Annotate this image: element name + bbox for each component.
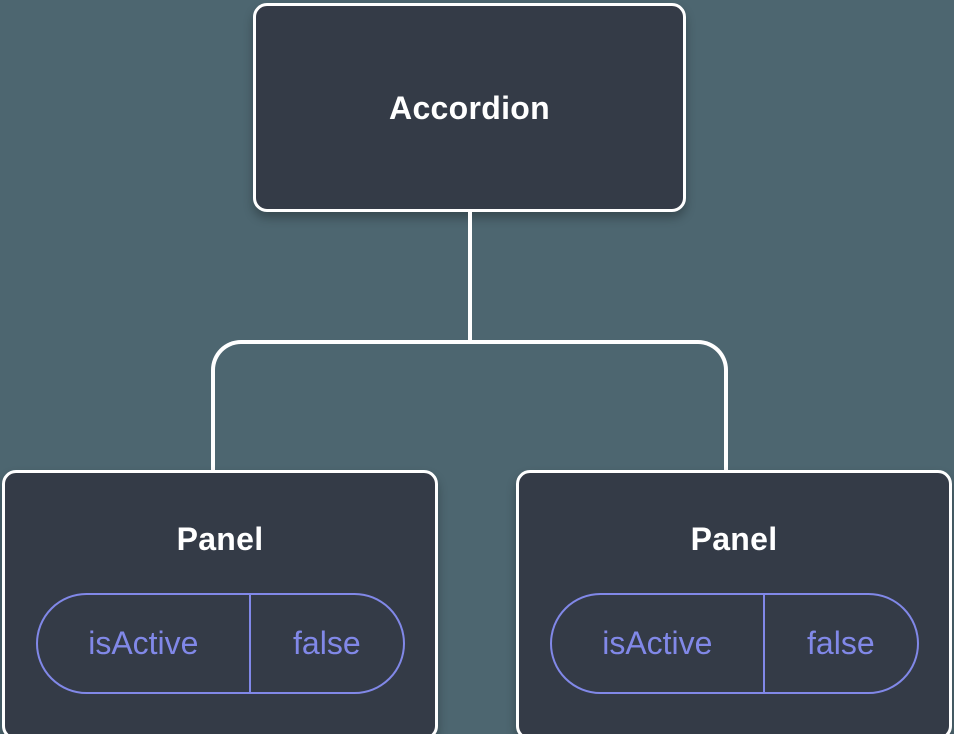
state-value: false <box>807 625 875 661</box>
accordion-node-label: Accordion <box>389 89 550 126</box>
tree-node-panel-1: Panel isActive false <box>2 470 438 734</box>
state-pill: isActive false <box>549 593 919 694</box>
tree-node-panel-2: Panel isActive false <box>516 470 952 734</box>
connector-branch-bracket <box>211 340 728 472</box>
state-name: isActive <box>552 595 766 692</box>
connector-root-stem <box>468 211 472 343</box>
state-pill: isActive false <box>35 593 405 694</box>
state-value: false <box>293 625 361 661</box>
panel-node-label: Panel <box>690 521 778 557</box>
panel-node-label: Panel <box>176 521 264 557</box>
tree-node-accordion: Accordion <box>253 3 686 212</box>
state-name: isActive <box>38 595 252 692</box>
